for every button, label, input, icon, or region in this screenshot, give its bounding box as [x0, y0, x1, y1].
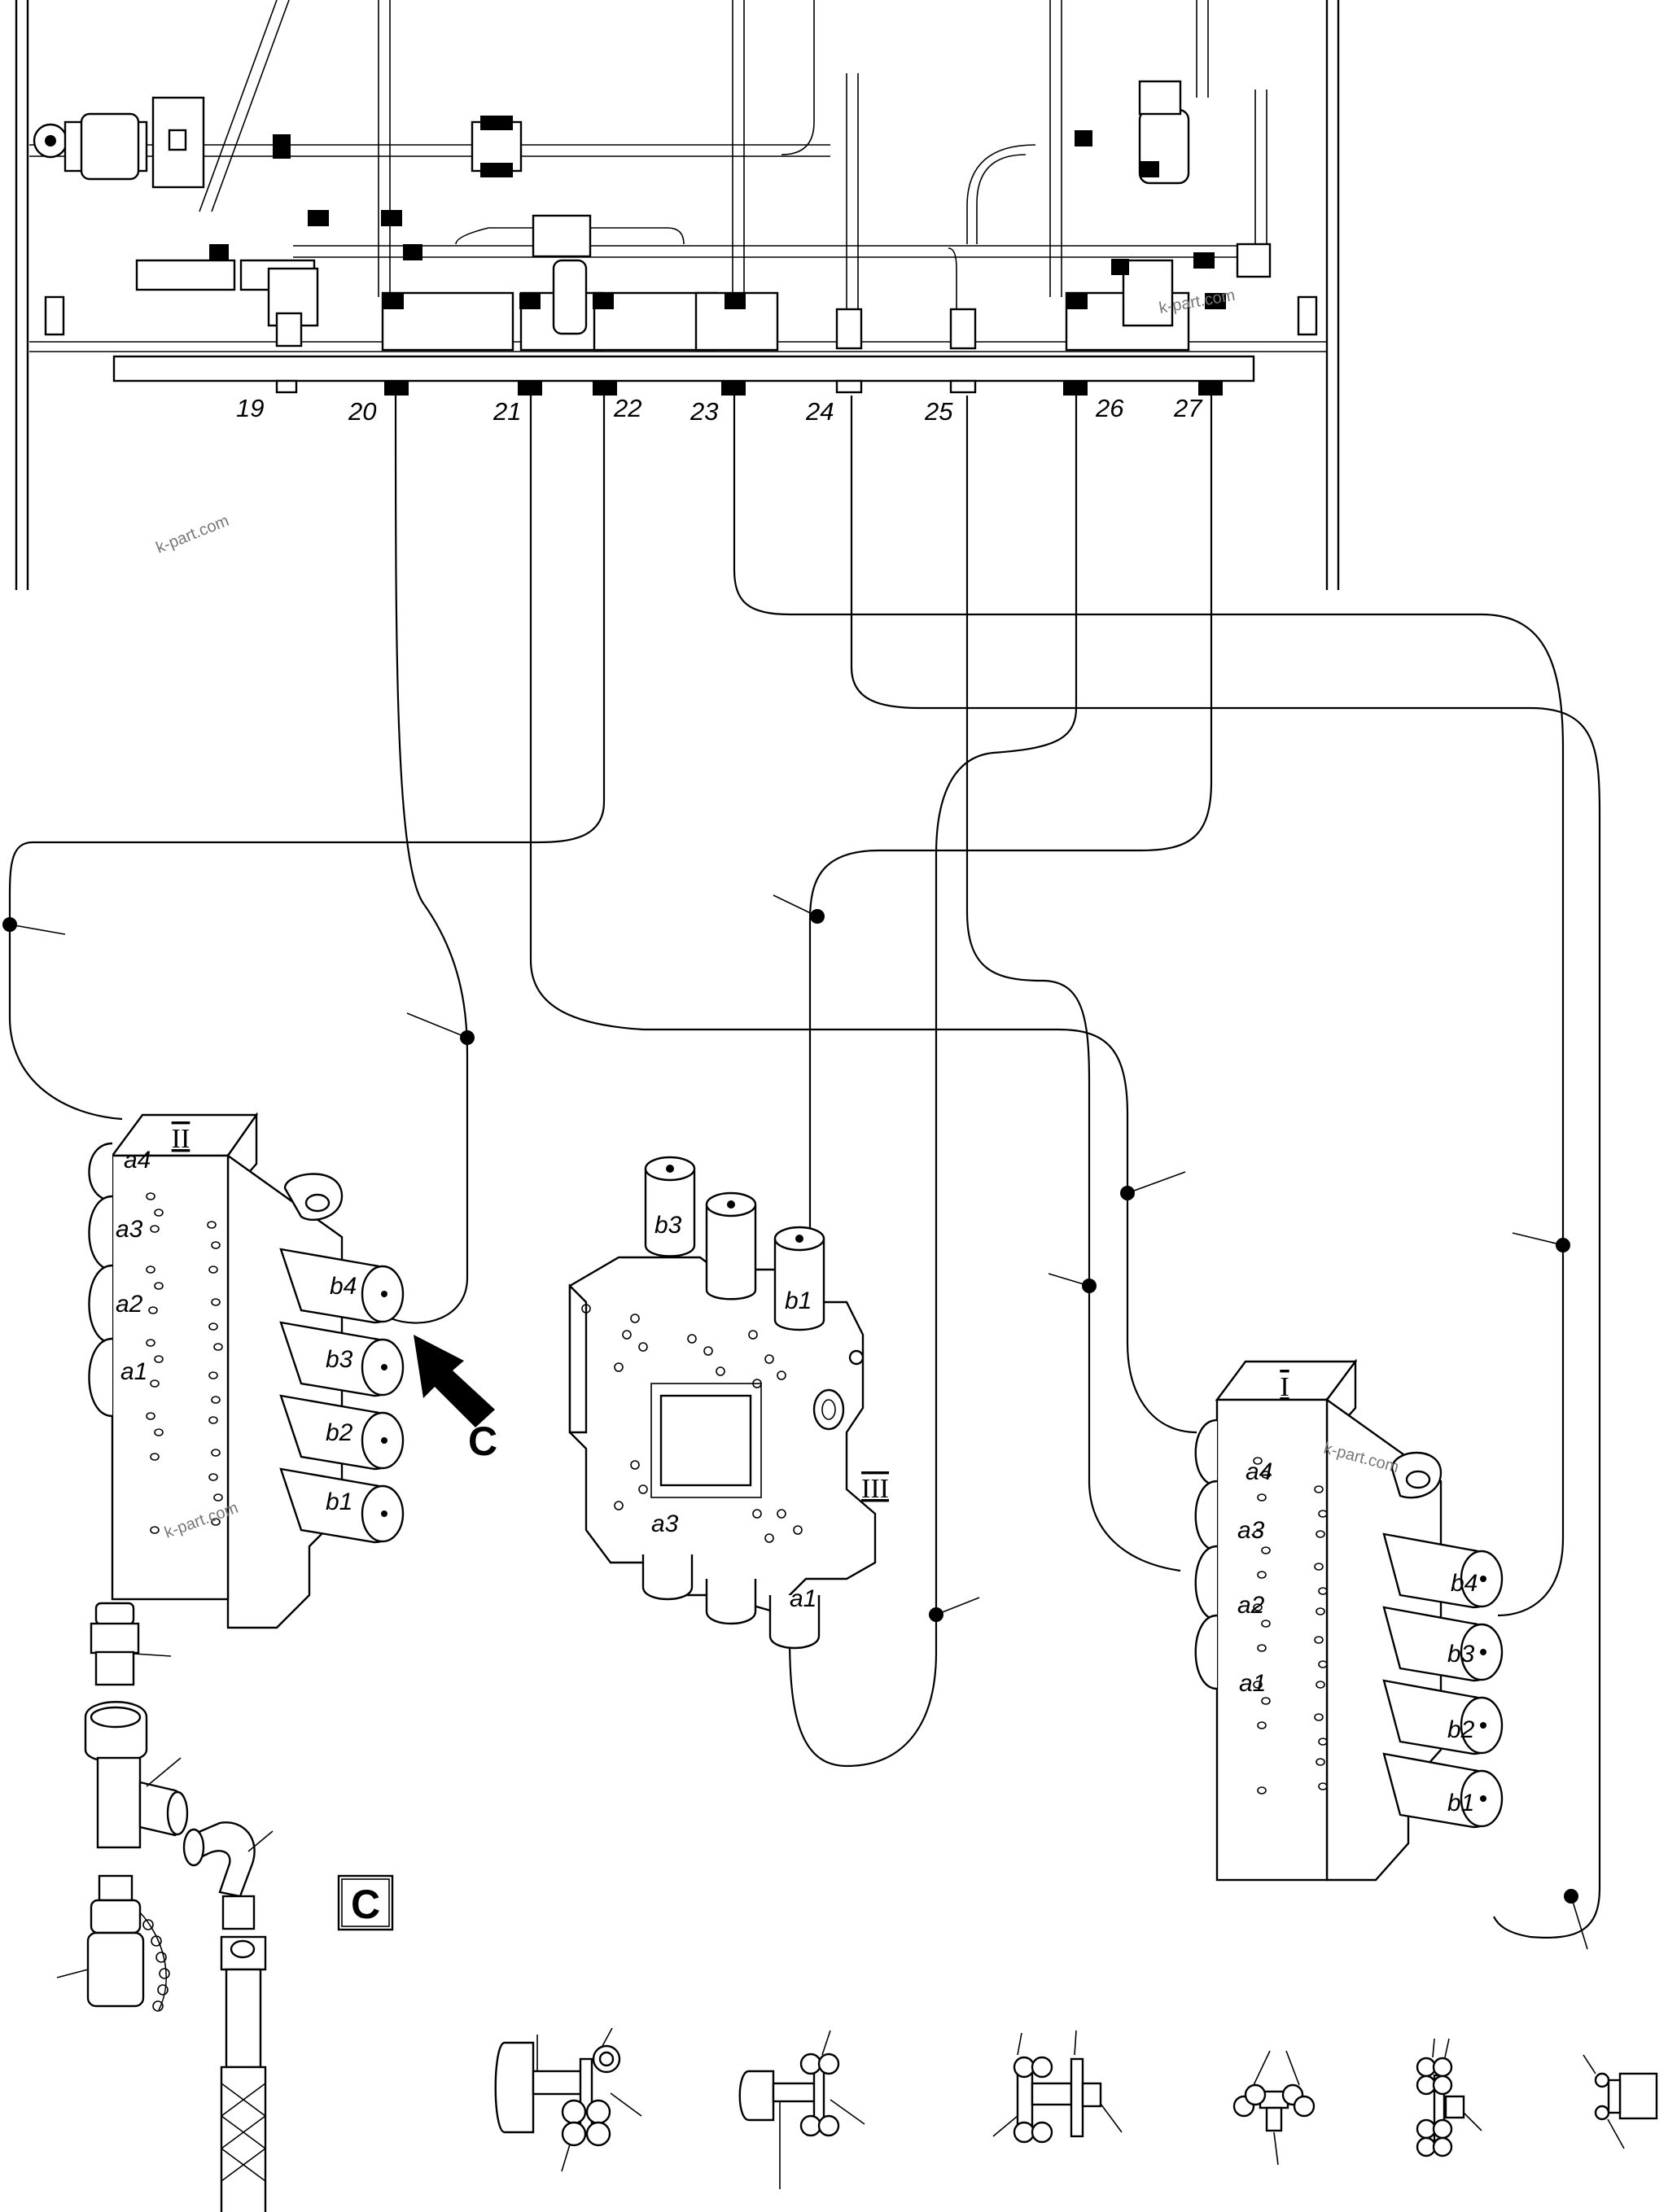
- port-label-21: 21: [493, 397, 521, 426]
- valve-i-b1-label: b1: [1447, 1790, 1474, 1816]
- valve-i-b4-label: b4: [1451, 1570, 1478, 1597]
- valve-iii-top-cylinders: [644, 1156, 825, 1331]
- view-arrow-icon: [414, 1335, 495, 1427]
- port-label-19: 19: [236, 394, 264, 422]
- view-c-callout: C: [414, 1335, 497, 1464]
- valve-ii-b1-label: b1: [326, 1489, 352, 1515]
- valve-iii-roman-label: III: [861, 1474, 889, 1504]
- view-callout-label: C: [468, 1419, 497, 1464]
- valve-ii-a4-label: a4: [124, 1147, 151, 1174]
- hose-routing: [2, 395, 1601, 1950]
- valve-iii-a3-label: a3: [651, 1510, 679, 1537]
- port-label-22: 22: [613, 394, 641, 422]
- manifold-fittings: [209, 80, 1272, 352]
- clamp-detail-5: [1416, 2038, 1482, 2157]
- valve-iii-b1-label: b1: [785, 1287, 812, 1314]
- valve-iii-ports: [581, 1304, 803, 1543]
- valve-ii-b2-label: b2: [326, 1419, 353, 1446]
- valve-i-b3-label: b3: [1447, 1641, 1475, 1668]
- valve-iii-b3-label: b3: [655, 1212, 682, 1239]
- port-label-26: 26: [1095, 394, 1124, 422]
- port-label-27: 27: [1173, 394, 1203, 422]
- control-valve-ii: II a4 a3 a2 a1 b4 b3 b2 b1: [88, 1112, 405, 1629]
- valve-ii-a3-label: a3: [116, 1216, 143, 1243]
- valve-i-caps: [1382, 1532, 1504, 1829]
- clamp-detail-2: [738, 2030, 865, 2189]
- view-c-box-label: C: [351, 1882, 380, 1927]
- port-label-25: 25: [924, 397, 953, 426]
- valve-ii-a1-label: a1: [120, 1358, 147, 1385]
- left-solenoid-assembly: [33, 96, 319, 348]
- valve-ii-ports: [146, 1192, 223, 1534]
- port-label-24: 24: [805, 397, 834, 426]
- port-label-23: 23: [690, 397, 718, 426]
- valve-i-ports: [1253, 1457, 1328, 1795]
- port-blocks: [275, 379, 1223, 396]
- valve-i-b2-label: b2: [1447, 1716, 1475, 1743]
- clamp-detail-1: [494, 2027, 642, 2172]
- view-c-detail: C: [56, 1602, 394, 2212]
- valve-ii-caps: [279, 1248, 405, 1544]
- valve-ii-a2-label: a2: [116, 1291, 143, 1318]
- control-valve-i: I a4 a3 a2 a1 b4 b3 b2 b1: [1194, 1358, 1504, 1882]
- control-valve-iii: III b3 b1 a3 a1: [568, 1156, 889, 1650]
- valve-ii-roman-label: II: [172, 1124, 190, 1154]
- valve-i-a4-label: a4: [1246, 1458, 1272, 1485]
- valve-ii-b3-label: b3: [326, 1346, 353, 1373]
- port-label-20: 20: [348, 397, 376, 426]
- clamp-detail-3: [992, 2030, 1123, 2144]
- clamp-detail-4: [1232, 2050, 1316, 2166]
- clamp-detail-6: [1583, 2054, 1658, 2149]
- port-number-labels: 19 20 21 22 23 24 25 26 27: [236, 394, 1203, 426]
- valve-i-a3-label: a3: [1237, 1517, 1265, 1544]
- valve-i-a1-label: a1: [1239, 1670, 1266, 1697]
- valve-i-a2-label: a2: [1237, 1592, 1265, 1619]
- watermark: k-part.com: [154, 512, 232, 557]
- valve-iii-a1-label: a1: [790, 1585, 816, 1612]
- frame-assembly: [15, 0, 1340, 590]
- valve-ii-b4-label: b4: [330, 1273, 357, 1300]
- valve-iii-bottom-cylinders: [641, 1554, 821, 1650]
- valve-i-roman-label: I: [1280, 1372, 1289, 1402]
